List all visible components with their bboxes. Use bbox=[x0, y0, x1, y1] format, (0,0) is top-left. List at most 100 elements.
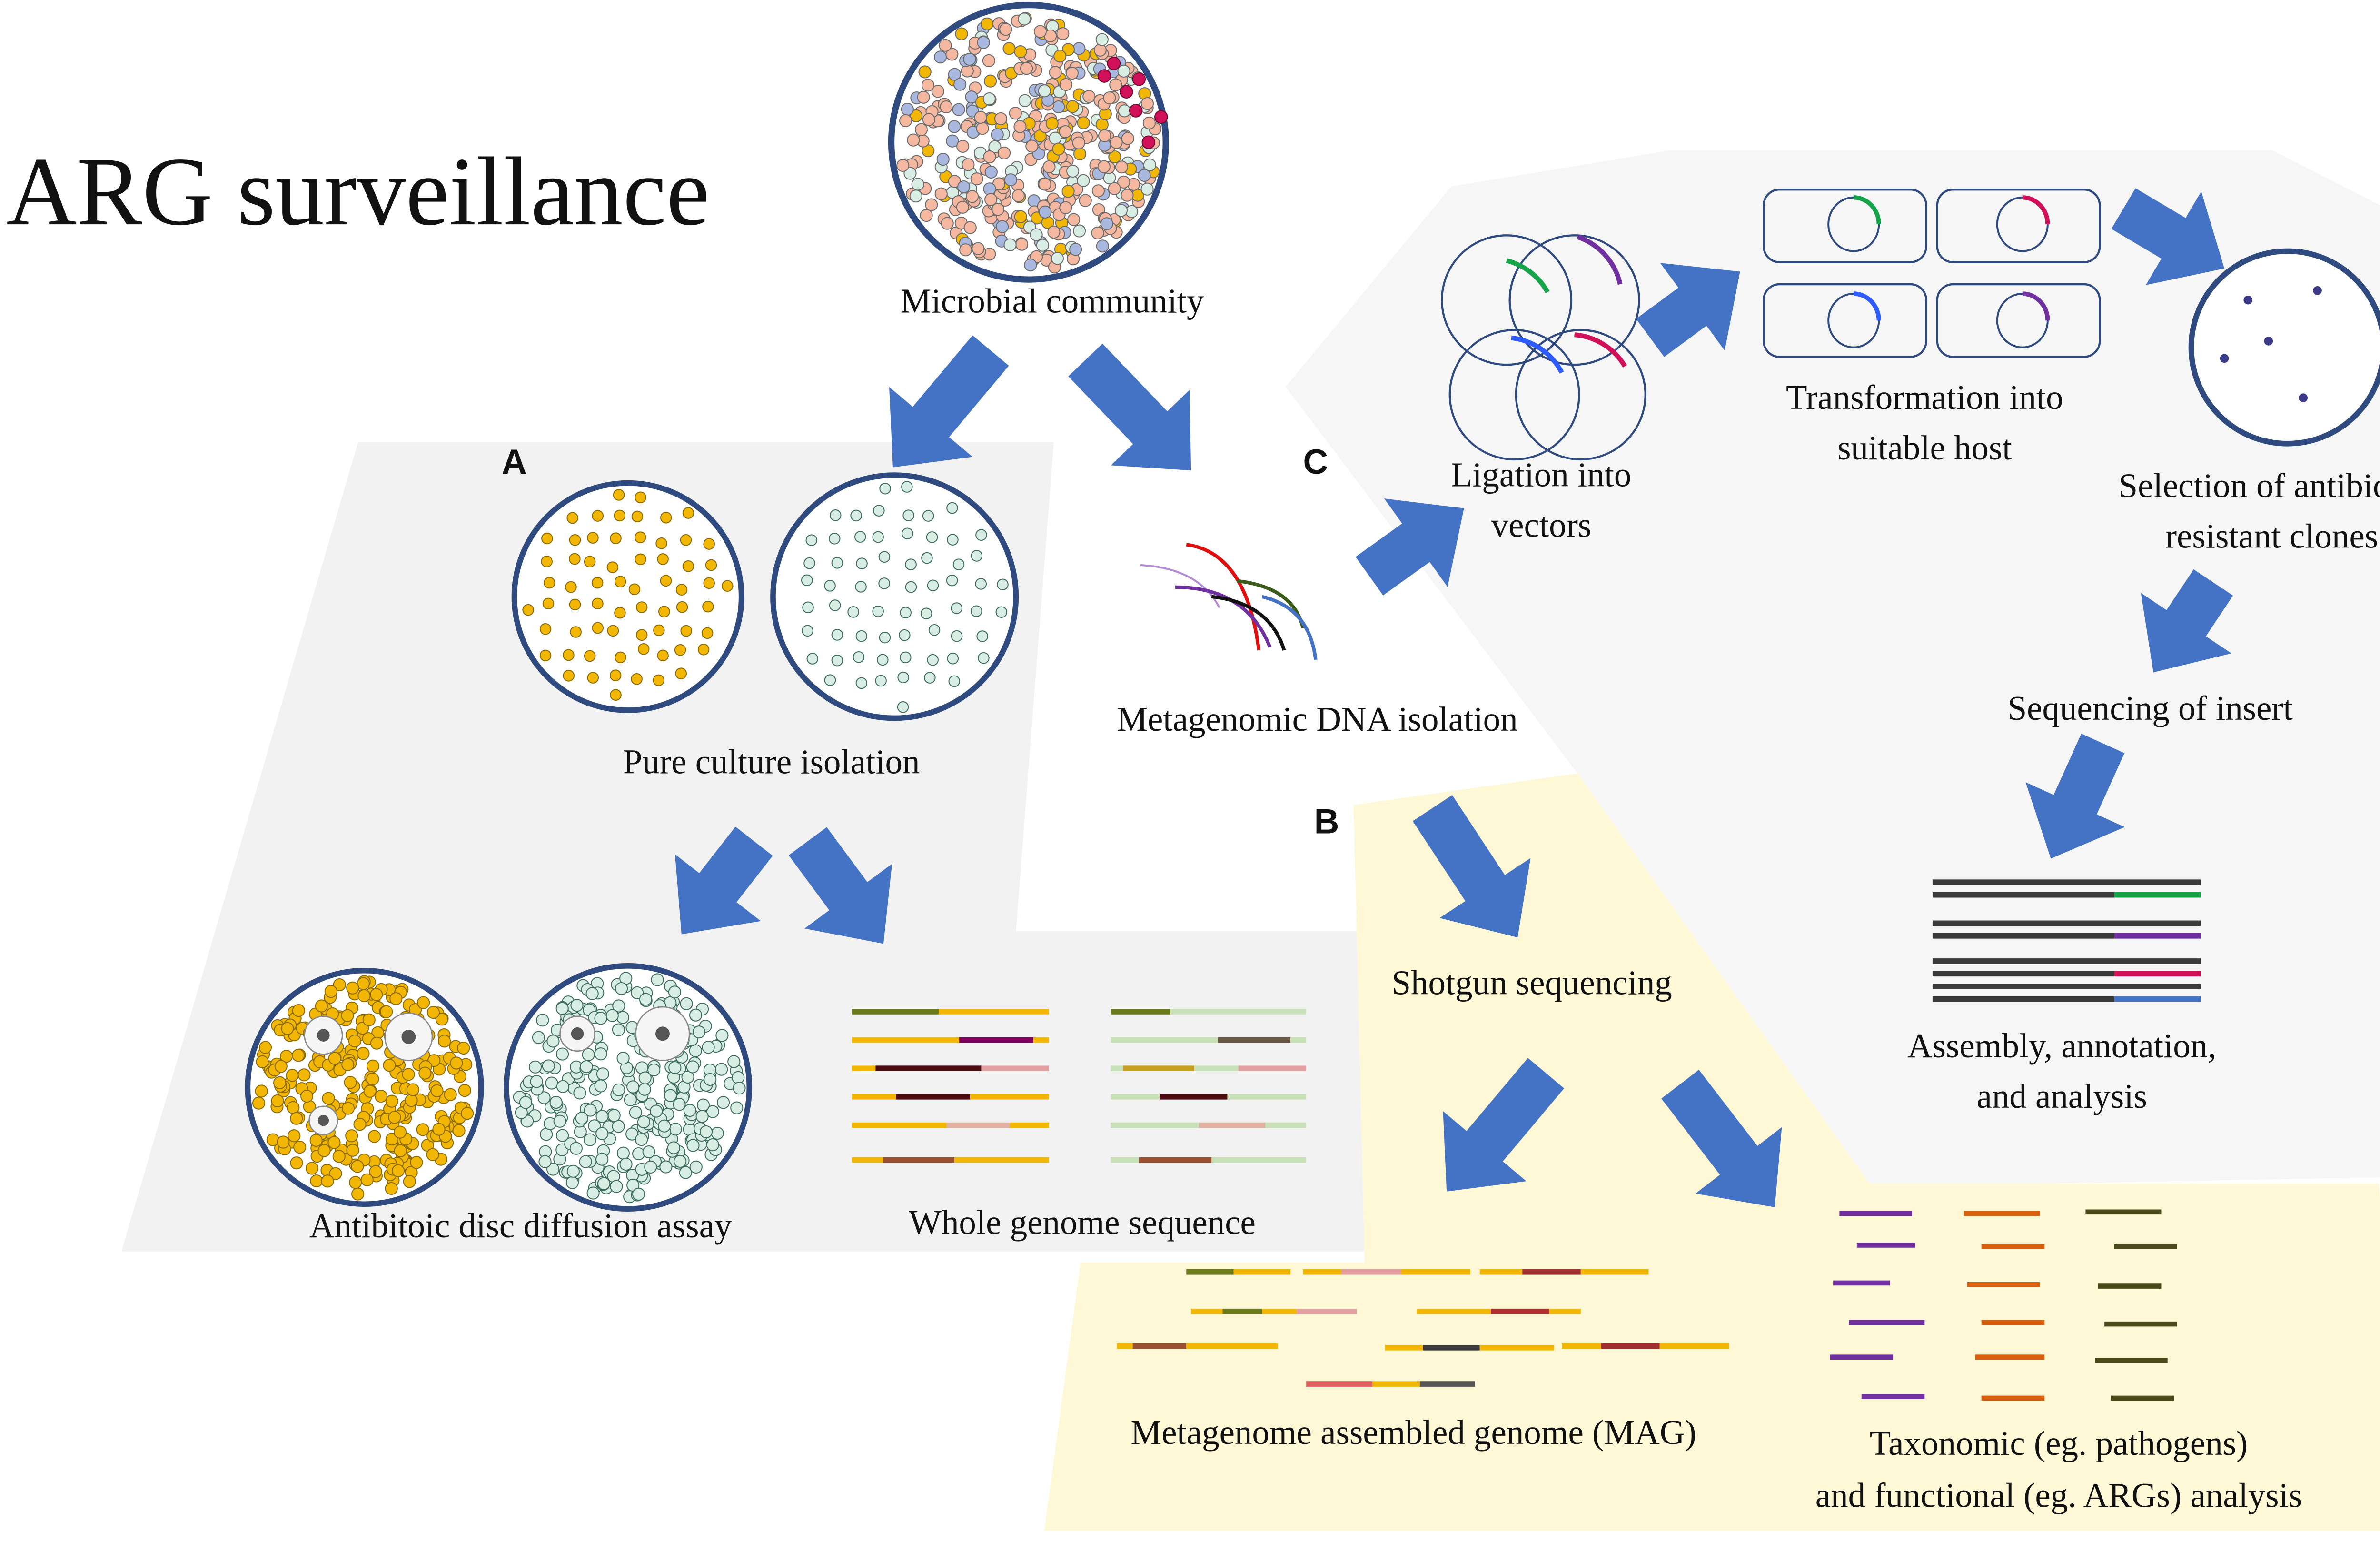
colony-dot bbox=[271, 1094, 284, 1108]
colony-dot bbox=[660, 511, 672, 524]
colony-dot bbox=[277, 1135, 290, 1149]
colony-dot bbox=[432, 1123, 446, 1136]
colony-dot bbox=[452, 1124, 466, 1137]
colony-dot bbox=[582, 1048, 595, 1061]
colony-dot bbox=[965, 190, 979, 203]
colony-dot bbox=[831, 629, 843, 641]
colony-dot bbox=[947, 652, 959, 665]
colony-dot bbox=[324, 985, 337, 998]
colony-dot bbox=[873, 505, 885, 517]
colony-dot bbox=[939, 39, 952, 52]
colony-dot bbox=[650, 1104, 663, 1118]
colony-dot bbox=[686, 1060, 699, 1074]
colony-dot bbox=[292, 1049, 305, 1062]
colony-dot bbox=[872, 531, 884, 543]
colony-dot bbox=[357, 977, 370, 990]
colony-dot bbox=[879, 482, 891, 495]
colony-dot bbox=[802, 625, 813, 637]
colony-dot bbox=[348, 1034, 361, 1048]
colony-dot bbox=[595, 1127, 609, 1140]
colony-dot bbox=[1095, 33, 1109, 46]
colony-dot bbox=[1072, 224, 1086, 238]
colony-dot bbox=[614, 576, 626, 588]
colony-dot bbox=[952, 558, 965, 570]
colony-dot bbox=[1039, 205, 1052, 219]
colony-dot bbox=[450, 1056, 463, 1070]
colony-dot bbox=[695, 1110, 709, 1123]
colony-dot bbox=[363, 1084, 377, 1098]
colony-dot bbox=[430, 1084, 444, 1097]
colony-dot bbox=[828, 533, 841, 545]
colony-dot bbox=[733, 1082, 746, 1095]
colony-dot bbox=[1045, 117, 1059, 130]
colony-dot bbox=[366, 1072, 379, 1086]
colony-dot bbox=[293, 1141, 307, 1154]
colony-dot bbox=[1077, 116, 1090, 129]
selection-label-line1: Selection of antibioitc bbox=[2119, 466, 2380, 505]
colony-dot bbox=[959, 243, 972, 257]
colony-dot bbox=[1003, 238, 1017, 251]
colony-dot bbox=[351, 1187, 365, 1201]
colony-dot bbox=[329, 1167, 342, 1180]
ligation-label-line2: vectors bbox=[1491, 506, 1592, 544]
taxonomic-label-line1: Taxonomic (eg. pathogens) bbox=[1870, 1424, 2248, 1462]
colony-dot bbox=[963, 52, 976, 66]
colony-dot bbox=[563, 670, 575, 682]
colony-dot bbox=[702, 1041, 715, 1054]
flow-arrow bbox=[1443, 1058, 1564, 1192]
colony-dot bbox=[850, 509, 862, 522]
colony-dot bbox=[875, 675, 887, 687]
colony-dot bbox=[584, 556, 596, 567]
colony-dot bbox=[541, 532, 553, 545]
colony-dot bbox=[927, 654, 939, 666]
colony-dot bbox=[570, 626, 582, 638]
colony-dot bbox=[975, 578, 987, 590]
colony-dot bbox=[878, 551, 891, 563]
colony-dot bbox=[290, 1112, 303, 1125]
transformation-label-line2: suitable host bbox=[1837, 428, 2012, 467]
colony-dot bbox=[298, 1068, 311, 1082]
colony-dot bbox=[715, 1063, 728, 1076]
colony-dot bbox=[940, 100, 953, 114]
colony-dot bbox=[847, 606, 859, 618]
colony-dot bbox=[802, 601, 814, 614]
colony-dot bbox=[727, 1055, 741, 1068]
colony-dot bbox=[682, 507, 694, 519]
colony-dot bbox=[322, 1092, 335, 1105]
mag-reads bbox=[1117, 1269, 1729, 1387]
colony-dot bbox=[1118, 104, 1131, 118]
colony-dot bbox=[418, 1066, 432, 1080]
pure-culture-yellow-dish bbox=[511, 480, 744, 713]
colony-dot bbox=[546, 1163, 560, 1176]
colony-dot bbox=[522, 604, 534, 616]
colony-dot bbox=[699, 1125, 713, 1139]
flow-arrow bbox=[1636, 263, 1740, 357]
colony-dot bbox=[1067, 213, 1081, 226]
colony-dot bbox=[546, 1035, 560, 1048]
colony-dot bbox=[651, 973, 664, 986]
colony-dot bbox=[927, 579, 939, 592]
colony-dot bbox=[1038, 178, 1051, 191]
whole-genome-label: Whole genome sequence bbox=[909, 1203, 1256, 1242]
colony-dot bbox=[917, 90, 930, 104]
colony-dot bbox=[824, 674, 836, 686]
colony-dot bbox=[588, 1119, 601, 1133]
colony-dot bbox=[539, 623, 552, 635]
colony-dot bbox=[426, 1005, 440, 1019]
colony-dot bbox=[565, 581, 577, 593]
colony-dot bbox=[689, 1008, 703, 1022]
colony-dot bbox=[341, 1058, 355, 1071]
colony-dot bbox=[1079, 194, 1092, 207]
colony-dot bbox=[689, 1044, 702, 1057]
colony-dot bbox=[974, 110, 987, 124]
colony-dot bbox=[715, 1029, 729, 1042]
colony-dot bbox=[625, 1127, 639, 1141]
colony-dot bbox=[829, 509, 842, 521]
colony-dot bbox=[853, 651, 865, 663]
colony-dot bbox=[353, 1117, 367, 1131]
colony-dot bbox=[385, 1182, 398, 1195]
colony-dot bbox=[697, 644, 710, 656]
colony-dot bbox=[584, 1104, 597, 1117]
colony-dot bbox=[1025, 139, 1039, 153]
